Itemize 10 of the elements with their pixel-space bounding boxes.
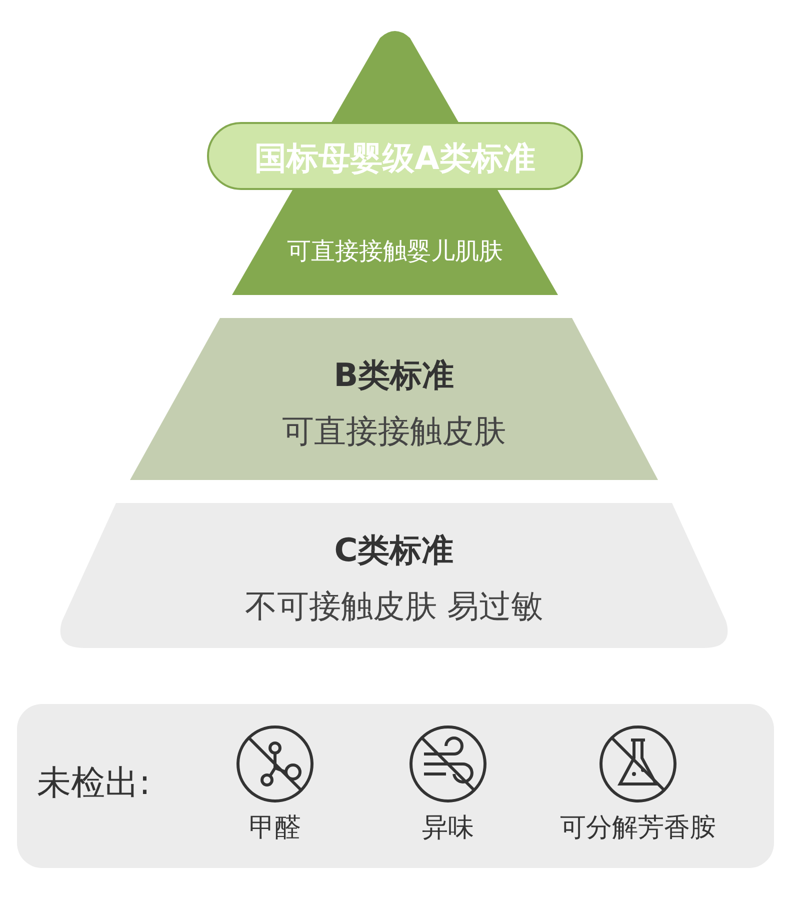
tier-title: B类标准	[334, 355, 454, 396]
tier-description: 可直接接触皮肤	[282, 411, 506, 452]
icon-caption: 可分解芳香胺	[560, 813, 716, 843]
tier-title: C类标准	[334, 530, 454, 571]
tier-title: 国标母婴级A类标准	[254, 138, 536, 179]
icon-caption: 甲醛	[249, 813, 301, 843]
tier-description: 可直接接触婴儿肌肤	[287, 236, 503, 267]
panel-heading: 未检出:	[37, 762, 150, 805]
tier-description: 不可接触皮肤 易过敏	[244, 586, 544, 627]
icon-caption: 异味	[422, 813, 474, 843]
